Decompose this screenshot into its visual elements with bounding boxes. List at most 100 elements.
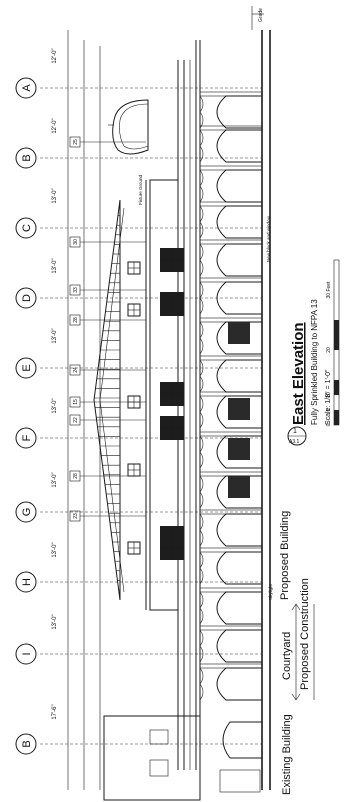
column (199, 201, 263, 207)
scallop-trim (199, 475, 204, 509)
grid-bubble-label: C (21, 224, 33, 232)
arch-opening (216, 359, 262, 393)
arch-opening (216, 667, 262, 701)
scallop-trim (199, 95, 204, 129)
bay-dimension: 13'-0" (52, 614, 58, 629)
grid-bubble-label: B (21, 154, 33, 161)
scallop-trim (199, 591, 204, 625)
scallop-trim (199, 169, 204, 203)
scallop-trim (199, 435, 204, 469)
column (199, 355, 263, 361)
grid-bubble-label: A (21, 84, 33, 92)
bay-dimension: 13'-0" (52, 328, 58, 343)
detail-number: 1 (293, 428, 297, 435)
column (199, 125, 263, 131)
door-panel (228, 322, 250, 344)
scale-tick-label: 20 (326, 347, 332, 353)
clerestory-window (127, 541, 141, 555)
scallop-trim (199, 243, 204, 277)
upper-window (160, 292, 184, 316)
callout-tag-number: 28 (73, 473, 79, 479)
callout-tag-number: 25 (73, 139, 79, 145)
grid-bubble-label: B (21, 740, 33, 747)
bay-dimension: 17'-6" (52, 704, 58, 719)
clerestory-window (127, 261, 141, 275)
arch-opening (216, 205, 262, 239)
door-panel (228, 476, 250, 498)
callout-tag-number: 15 (73, 399, 79, 405)
fixture-ground-note: Fixture Ground (138, 174, 143, 205)
column (199, 391, 263, 397)
grid-bubble-label: I (21, 652, 33, 655)
upper-window (160, 416, 184, 440)
grid-lines: A12'-0"B12'-0"C13'-0"D13'-0"E13'-0"F13'-… (15, 48, 262, 755)
bay-dimension: 13'-0" (52, 542, 58, 557)
callout-tag-number: 22 (73, 417, 79, 423)
existing-building-label: Existing Building (281, 714, 293, 795)
column (199, 91, 263, 97)
arch-opening (216, 243, 262, 277)
arch-opening (216, 629, 262, 663)
scallop-trim (199, 205, 204, 239)
column (199, 587, 263, 593)
column (199, 471, 263, 477)
roof-ribs (94, 205, 120, 591)
scallop-trim (199, 551, 204, 585)
annotations: Fixture Ground New block and window Skyl… (138, 6, 273, 600)
column (199, 547, 263, 553)
column (199, 239, 263, 245)
zone-labels: Proposed Building Courtyard Proposed Con… (279, 511, 315, 795)
dimension-strings (67, 30, 101, 790)
grid-bubble-label: E (21, 364, 33, 371)
scale-tick-label: 30 Feet (326, 281, 332, 299)
bay-dimension: 13'-0" (52, 398, 58, 413)
bay-dimension: 13'-0" (52, 472, 58, 487)
grid-bubble (15, 77, 37, 99)
column (199, 431, 263, 437)
scale-tick-label: 0 (326, 423, 332, 426)
grid-bubble-label: G (21, 508, 33, 517)
clerestory-window (127, 463, 141, 477)
elevation-title: East Elevation (290, 322, 307, 425)
grid-bubble (15, 501, 37, 523)
grid-bubble (15, 427, 37, 449)
grade-note: Grade (258, 8, 264, 22)
scallop-trim (199, 281, 204, 315)
column (199, 663, 263, 669)
column (199, 509, 263, 515)
door-panel (228, 398, 250, 420)
scallop-trim (199, 129, 204, 163)
title-block: 1 A3.1 East Elevation Fully Sprinkled Bu… (287, 259, 340, 446)
upper-window (160, 248, 184, 272)
bay-dimension: 13'-0" (52, 258, 58, 273)
upper-window (160, 382, 184, 406)
proposed-construction-label: Proposed Construction (299, 578, 311, 690)
grid-bubble (15, 571, 37, 593)
arch-opening (216, 551, 262, 585)
sheet-number: A3.1 (289, 439, 300, 445)
column (199, 165, 263, 171)
scallop-trim (199, 629, 204, 663)
bay-dimension: 13'-0" (52, 188, 58, 203)
grid-bubble (15, 287, 37, 309)
clerestory-window (127, 303, 141, 317)
skylight-note: Skylight (268, 583, 273, 600)
column (199, 625, 263, 631)
grid-bubble-label: F (21, 434, 33, 441)
grid-bubble (15, 217, 37, 239)
bays (127, 91, 263, 701)
callout-tag-number: 24 (73, 367, 79, 373)
scallop-trim (199, 321, 204, 355)
bay-dimension: 12'-0" (52, 48, 58, 63)
scallop-trim (199, 513, 204, 547)
scale-tick-label: 5 (326, 408, 332, 411)
arch-opening (216, 513, 262, 547)
arch-opening (216, 169, 262, 203)
callout-tag-number: 33 (73, 287, 79, 293)
scallop-trim (199, 395, 204, 429)
arch-opening (216, 129, 262, 163)
callout-tag-number: 23 (73, 513, 79, 519)
callout-tag-number: 28 (73, 317, 79, 323)
